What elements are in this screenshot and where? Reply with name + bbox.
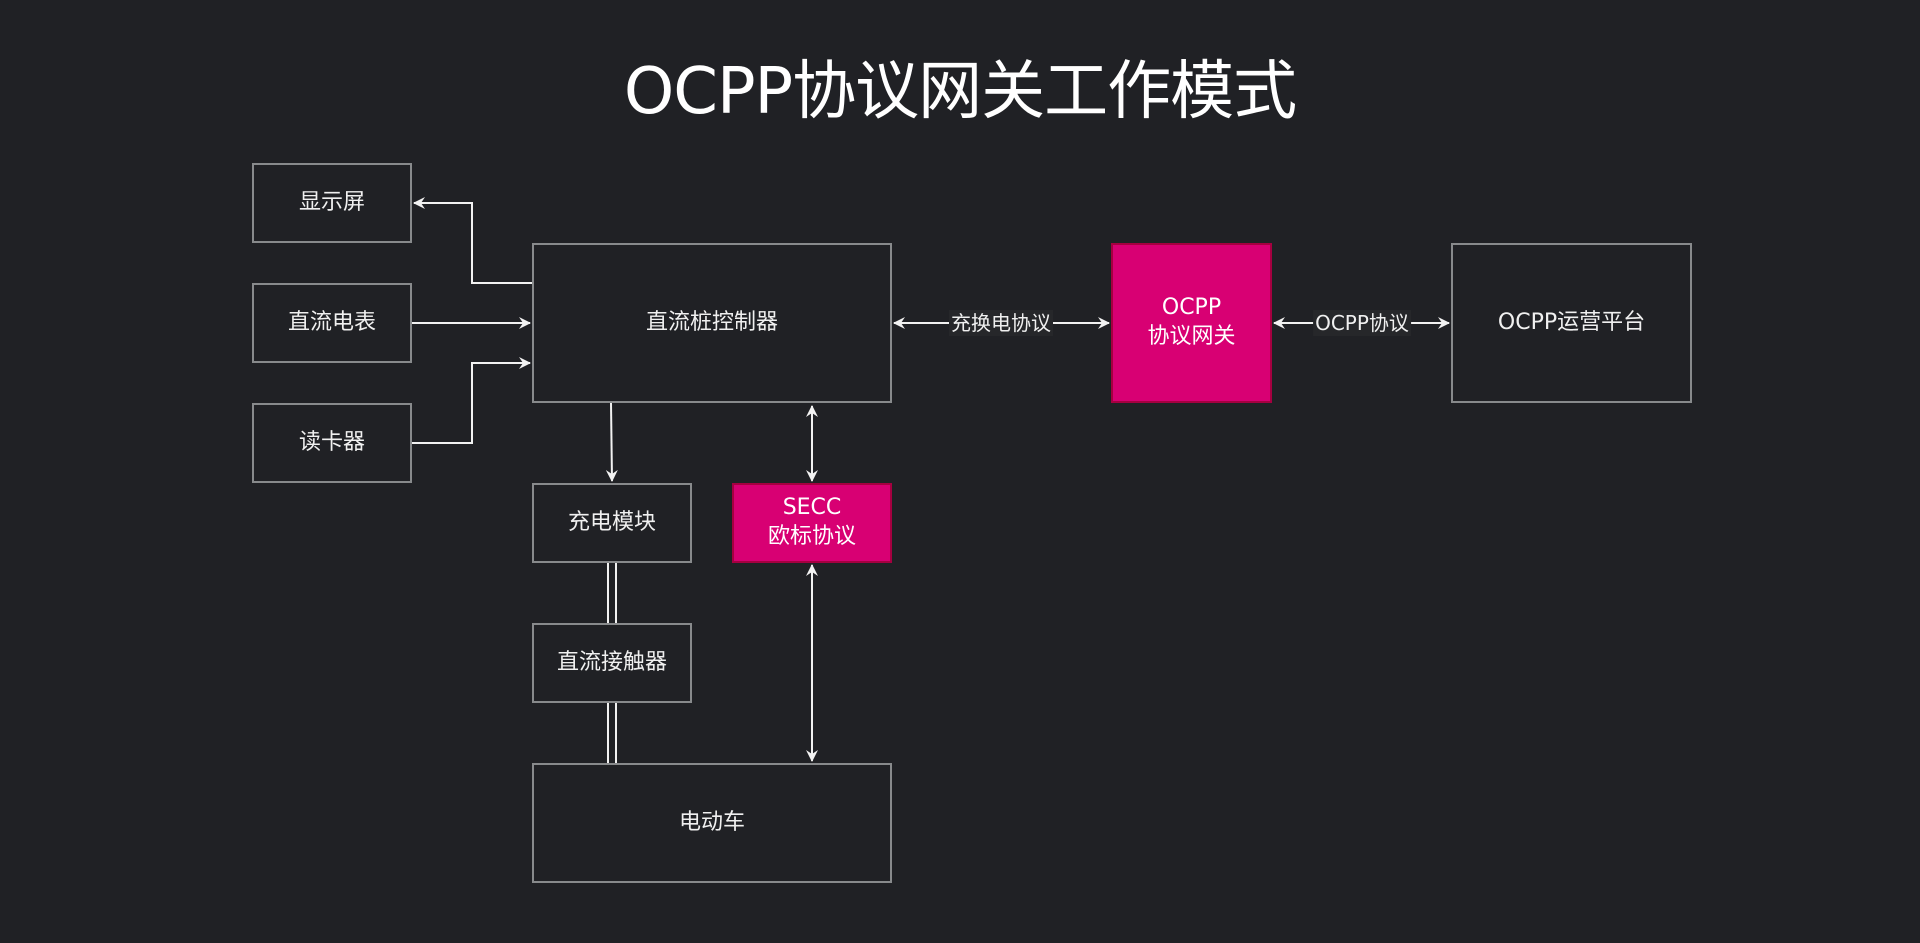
node-label: 显示屏 [298, 189, 365, 215]
node-controller[interactable]: 直流桩控制器 [532, 243, 892, 403]
node-label: 直流电表 [287, 309, 376, 335]
edge-label-charge-swap-protocol: 充换电协议 [949, 310, 1053, 336]
node-label: OCPP 协议网关 [1147, 295, 1236, 349]
node-display[interactable]: 显示屏 [252, 163, 412, 243]
node-dc-meter[interactable]: 直流电表 [252, 283, 412, 363]
node-label: OCPP运营平台 [1497, 309, 1646, 335]
node-label: 直流桩控制器 [645, 309, 778, 335]
node-ocpp-gateway[interactable]: OCPP 协议网关 [1111, 243, 1272, 403]
node-label: SECC 欧标协议 [767, 495, 856, 549]
node-label: 充电模块 [567, 509, 656, 535]
edge-controller-display [413, 197, 532, 284]
node-ocpp-platform[interactable]: OCPP运营平台 [1451, 243, 1692, 403]
node-secc[interactable]: SECC 欧标协议 [732, 483, 892, 563]
edge-label-ocpp-protocol: OCPP协议 [1313, 310, 1411, 336]
node-label: 电动车 [678, 809, 745, 835]
diagram-title: OCPP协议网关工作模式 [623, 55, 1297, 129]
node-dc-contactor[interactable]: 直流接触器 [532, 623, 692, 703]
node-ev[interactable]: 电动车 [532, 763, 892, 883]
node-label: 读卡器 [298, 429, 365, 455]
edge-reader-controller [412, 357, 531, 444]
node-charge-module[interactable]: 充电模块 [532, 483, 692, 563]
node-label: 直流接触器 [556, 649, 667, 675]
edge-controller-module [605, 402, 618, 482]
node-card-reader[interactable]: 读卡器 [252, 403, 412, 483]
